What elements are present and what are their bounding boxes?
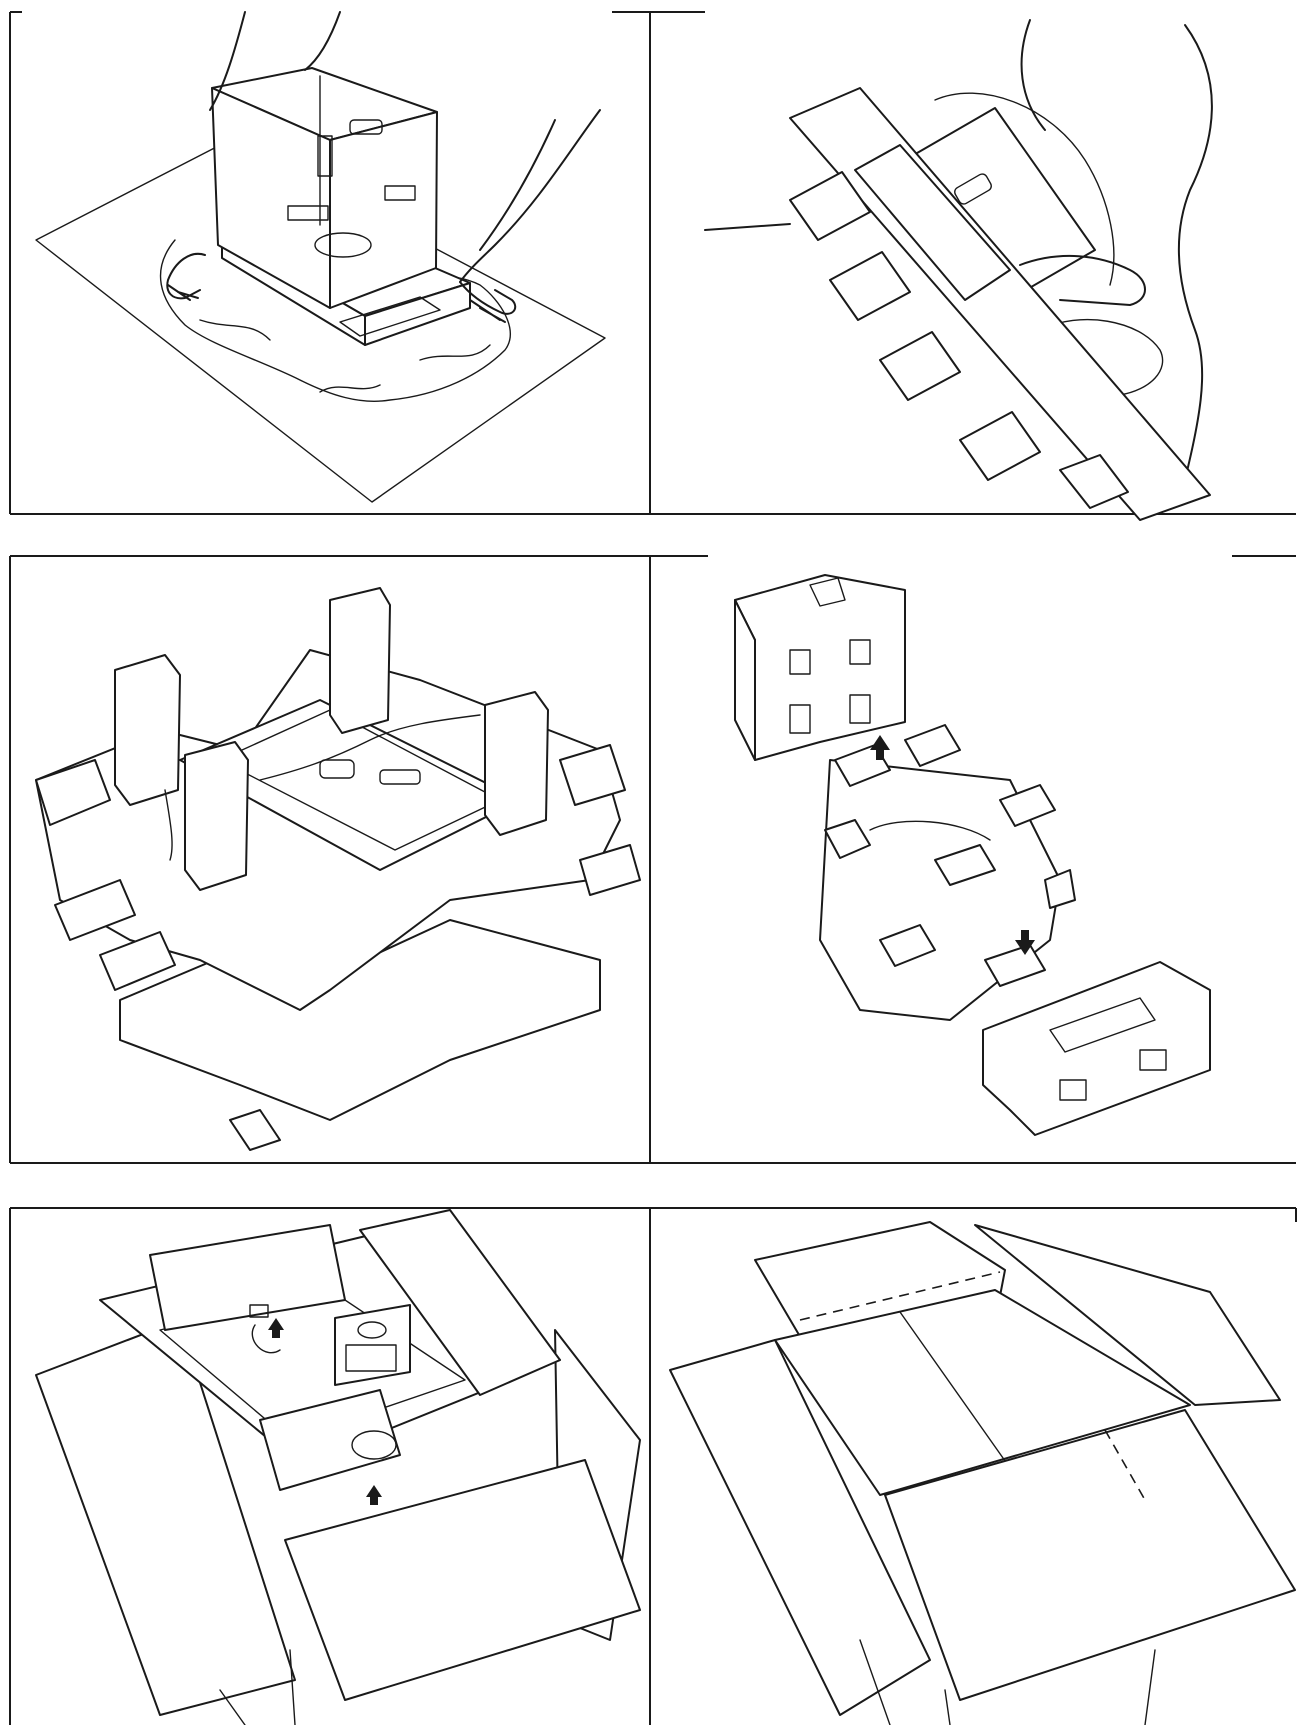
panel-frames xyxy=(9,11,1297,1725)
open-box-accessories-icon xyxy=(35,1209,641,1725)
empty-box-icon xyxy=(669,1221,1296,1725)
balance-on-bag-icon xyxy=(35,11,606,503)
foam-parts-exploded-icon xyxy=(734,574,1211,1136)
carry-in-foam-icon xyxy=(704,19,1213,521)
foam-packing-icon xyxy=(35,587,641,1151)
